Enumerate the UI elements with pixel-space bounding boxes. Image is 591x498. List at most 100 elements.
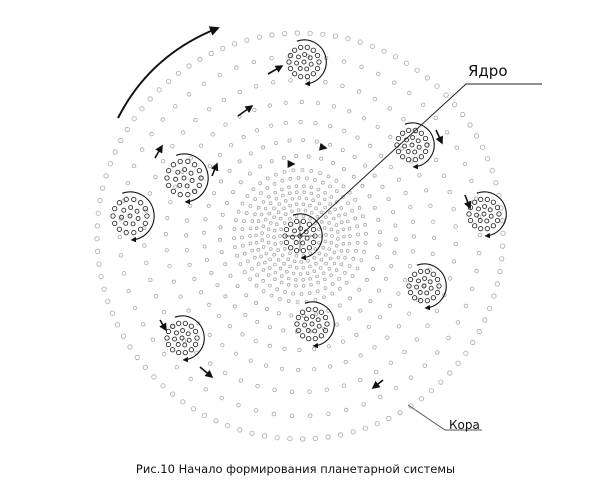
orbit-dot xyxy=(354,248,358,253)
orbit-dot xyxy=(254,283,259,288)
orbit-dot xyxy=(237,89,242,95)
orbit-dot xyxy=(131,116,137,122)
orbit-dot xyxy=(407,90,412,96)
orbit-dot xyxy=(274,435,280,441)
orbit-dot xyxy=(307,389,312,394)
rotation-arrow-icon xyxy=(122,191,155,243)
orbit-dot xyxy=(170,391,176,397)
orbit-dot xyxy=(315,289,320,294)
orbit-dot xyxy=(428,388,434,394)
orbit-dot xyxy=(431,235,437,240)
orbit-dot xyxy=(322,226,327,230)
orbit-dot xyxy=(353,197,358,202)
orbit-dot xyxy=(264,251,269,256)
orbit-dot xyxy=(170,144,175,149)
orbit-dot xyxy=(407,311,412,316)
orbit-dot xyxy=(289,413,295,418)
orbit-dot xyxy=(232,41,238,47)
orbit-dot xyxy=(153,174,158,180)
orbit-dot xyxy=(161,351,167,357)
orbit-dot xyxy=(95,210,101,216)
orbit-dot xyxy=(267,103,272,108)
orbit-dot xyxy=(367,194,372,199)
orbit-dot xyxy=(142,364,148,370)
orbit-dot xyxy=(101,286,107,292)
orbit-dot xyxy=(207,302,212,307)
orbit-dot xyxy=(374,421,380,427)
orbit-dot xyxy=(222,370,228,376)
orbit-dot xyxy=(240,201,245,206)
orbit-dot xyxy=(268,257,272,262)
orbit-dot xyxy=(451,259,457,264)
orbit-dot xyxy=(180,169,185,175)
orbit-dot xyxy=(301,253,306,258)
orbit-dot xyxy=(387,106,392,111)
orbit-dot xyxy=(269,56,274,61)
orbit-dot xyxy=(393,223,398,228)
orbit-dot xyxy=(165,215,170,221)
orbit-dot xyxy=(359,258,364,263)
orbit-dot xyxy=(315,214,320,219)
orbit-dot xyxy=(408,205,413,210)
orbit-dot xyxy=(370,266,375,271)
orbit-dot xyxy=(313,247,318,251)
orbit-dot xyxy=(235,253,240,258)
motion-arrow-icon xyxy=(267,65,284,75)
orbit-dot xyxy=(314,261,318,266)
orbit-dot xyxy=(228,273,233,278)
orbit-dot xyxy=(303,208,308,213)
orbit-dot xyxy=(357,287,362,292)
orbit-dot xyxy=(378,314,383,320)
orbit-dot xyxy=(294,184,299,188)
orbit-dot xyxy=(150,337,156,342)
orbit-dot xyxy=(283,290,288,294)
orbit-dot xyxy=(198,143,204,148)
orbit-dot xyxy=(385,335,390,340)
outer-rotation-arrow xyxy=(117,26,220,119)
orbit-dot xyxy=(112,149,118,155)
orbit-dot xyxy=(350,429,356,435)
orbit-dot xyxy=(312,367,317,372)
orbit-dot xyxy=(276,311,281,316)
orbit-dot xyxy=(491,293,497,299)
orbit-dot xyxy=(248,358,253,363)
orbit-dot xyxy=(294,30,300,36)
orbit-dot xyxy=(294,283,298,288)
orbit-dot xyxy=(315,274,319,279)
orbit-dot xyxy=(482,317,488,323)
orbit-dot xyxy=(126,288,131,294)
orbit-dot xyxy=(118,137,124,144)
orbit-dot xyxy=(307,30,313,36)
orbit-dot xyxy=(208,50,214,57)
orbit-dot xyxy=(329,195,334,199)
orbit-dot xyxy=(343,212,347,217)
orbit-dot xyxy=(280,253,285,258)
orbit-dot xyxy=(348,296,353,301)
orbit-dot xyxy=(250,248,255,253)
orbit-dot xyxy=(469,286,475,291)
orbit-dot xyxy=(307,291,312,296)
orbit-dot xyxy=(358,377,363,383)
orbit-dot xyxy=(290,209,294,214)
orbit-dot xyxy=(261,278,266,283)
orbit-dot xyxy=(118,253,124,258)
orbit-dot xyxy=(240,243,245,248)
orbit-dot xyxy=(229,143,234,148)
orbit-dot xyxy=(322,197,327,202)
orbit-dot xyxy=(337,213,341,218)
orbit-dot xyxy=(294,329,299,334)
orbit-dot xyxy=(98,273,104,280)
orbit-dot xyxy=(337,276,342,281)
orbit-dot xyxy=(287,185,291,190)
orbit-dot xyxy=(274,222,279,227)
orbit-dot xyxy=(164,248,169,253)
orbit-dot xyxy=(218,179,223,184)
orbit-dot xyxy=(238,180,243,185)
orbit-dot xyxy=(156,87,162,93)
orbit-dot xyxy=(301,278,305,282)
orbit-dot xyxy=(314,312,319,317)
orbit-dot xyxy=(298,119,303,125)
orbit-dot xyxy=(105,298,111,304)
orbit-dot xyxy=(244,293,249,298)
orbit-dot xyxy=(261,433,268,439)
